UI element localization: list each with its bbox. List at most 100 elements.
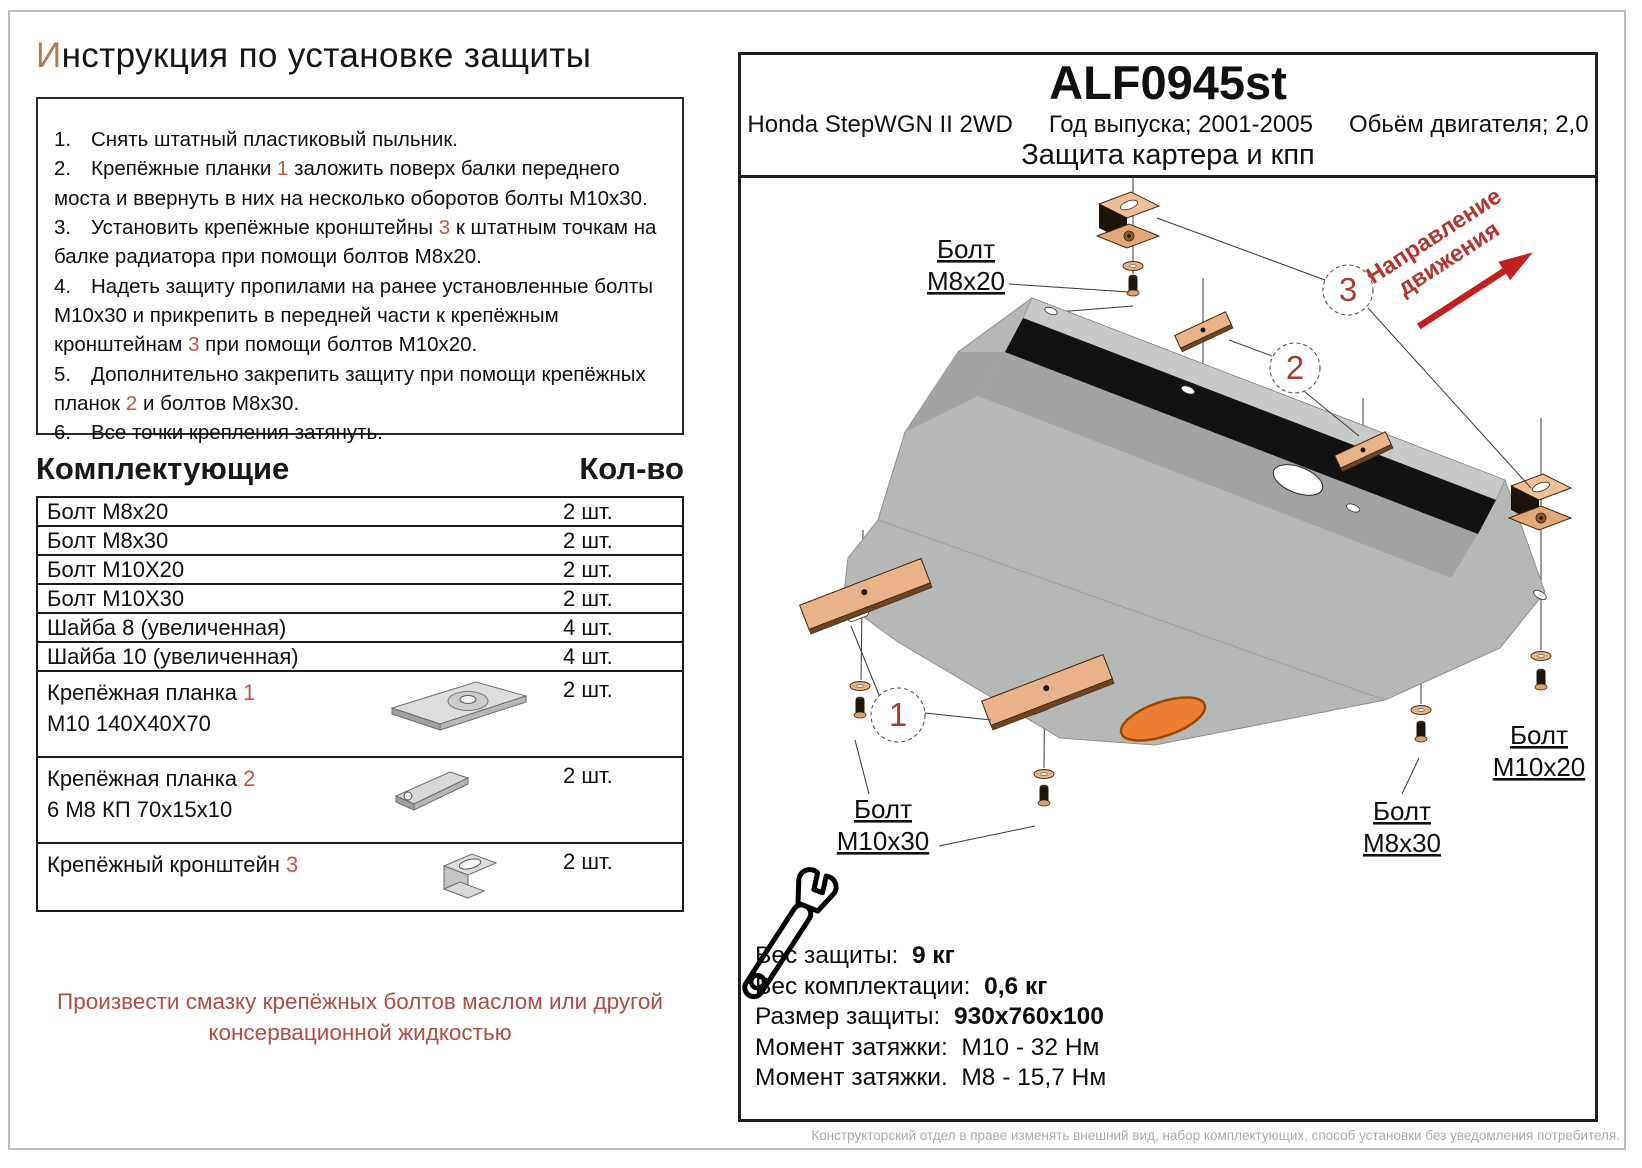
component-name: Болт М8х30 xyxy=(47,527,169,553)
installation-steps-box: 1.Снять штатный пластиковый пыльник. 2.Кр… xyxy=(36,97,684,444)
spec-line: Размер защиты: 930х760х100 xyxy=(755,1003,1104,1030)
vehicle-model: Honda StepWGN II 2WD xyxy=(747,111,1013,138)
mount-plate2-a xyxy=(1174,311,1234,353)
svg-text:М8х30: М8х30 xyxy=(1363,828,1441,858)
component-row: Болт М10Х30 2 шт. xyxy=(38,583,682,612)
svg-text:1: 1 xyxy=(889,696,907,733)
bolt-m8x20-part xyxy=(1126,274,1140,297)
svg-text:2: 2 xyxy=(1286,349,1304,386)
vehicle-years: Год выпуска; 2001-2005 xyxy=(1048,111,1313,138)
component-row: Шайба 8 (увеличенная) 4 шт. xyxy=(38,612,682,641)
spec-line: Момент затяжки. М8 - 15,7 Нм xyxy=(755,1064,1107,1091)
drawing-panel: ALF0945st Honda StepWGN II 2WD Год выпус… xyxy=(738,52,1598,1122)
label-bolt-m8x30: Болт М8х30 xyxy=(1363,757,1441,858)
component-qty: 4 шт. xyxy=(563,643,613,669)
component-qty: 2 шт. xyxy=(563,585,613,611)
svg-text:Болт: Болт xyxy=(1373,796,1431,826)
direction-of-travel: Направление движения xyxy=(1362,183,1533,330)
note-line-2: консервационной жидкостью xyxy=(208,1020,512,1046)
svg-text:Болт: Болт xyxy=(1510,720,1568,750)
mount-bracket-top xyxy=(1096,191,1160,249)
component-row: Крепёжный кронштейн 3 2 шт. xyxy=(38,842,682,910)
instruction-step: 1.Снять штатный пластиковый пыльник. xyxy=(54,128,458,151)
label-bolt-m8x20: Болт М8х20 xyxy=(927,234,1130,296)
bolt-m8x30-part xyxy=(1414,720,1428,743)
component-image-plate1 xyxy=(384,676,534,738)
svg-text:М8х20: М8х20 xyxy=(927,266,1005,296)
bolt-m10x30-part xyxy=(1037,784,1051,807)
vehicle-info-line: Honda StepWGN II 2WD Год выпуска; 2001-2… xyxy=(741,110,1595,139)
component-row: Болт М8х20 2 шт. xyxy=(38,498,682,525)
instruction-step: 6.Все точки крепления затянуть. xyxy=(54,421,383,445)
title-initial-letter: И xyxy=(36,36,62,75)
component-row: Болт М8х30 2 шт. xyxy=(38,525,682,554)
components-heading-row: Комплектующие Кол-во xyxy=(36,451,684,487)
plate-orange-cutout xyxy=(1119,696,1207,742)
svg-text:3: 3 xyxy=(1339,271,1357,308)
component-qty: 2 шт. xyxy=(563,763,613,788)
component-name: Крепёжный кронштейн 3 xyxy=(47,852,299,877)
mount-bracket-right xyxy=(1508,473,1572,531)
instruction-step: 3.Установить крепёжные кронштейны 3 к шт… xyxy=(54,215,657,269)
components-heading: Комплектующие xyxy=(36,451,290,486)
vehicle-engine: Обьём двигателя; 2,0 xyxy=(1348,111,1589,138)
wrench-icon xyxy=(742,867,839,1000)
part-code: ALF0945st xyxy=(1049,56,1287,109)
washer xyxy=(1033,769,1055,779)
component-qty: 2 шт. xyxy=(563,498,613,524)
svg-text:М10х20: М10х20 xyxy=(1493,752,1586,782)
spec-line: Вес комплектации: 0,6 кг xyxy=(755,972,1048,1000)
component-qty: 4 шт. xyxy=(563,614,613,640)
footer-disclaimer: Конструкторский отдел в праве изменять в… xyxy=(811,1128,1620,1143)
washer xyxy=(1530,651,1552,661)
washer xyxy=(849,681,871,691)
plate-oval-cutout xyxy=(1272,464,1324,496)
washer xyxy=(1122,261,1144,271)
svg-text:Болт: Болт xyxy=(937,234,995,264)
left-column: Инструкция по установке защиты 1.Снять ш… xyxy=(36,26,684,912)
component-name: Болт М10Х30 xyxy=(47,585,185,611)
quantity-heading: Кол-во xyxy=(579,451,684,486)
note-line-1: Произвести смазку крепёжных болтов масло… xyxy=(57,989,663,1014)
component-qty: 2 шт. xyxy=(563,677,613,702)
skid-plate xyxy=(842,297,1547,746)
lubrication-note: Произвести смазку крепёжных болтов масло… xyxy=(36,986,684,1048)
component-image-bracket3 xyxy=(430,848,508,918)
label-bolt-m10x20: Болт М10х20 xyxy=(1493,720,1586,782)
callout-2: 2 xyxy=(1228,339,1360,437)
component-name: Болт М10Х20 xyxy=(47,556,185,582)
component-row: Болт М10Х20 2 шт. xyxy=(38,554,682,583)
spec-line: Вес защиты: 9 кг xyxy=(755,942,955,969)
plate-dark-band xyxy=(1005,318,1496,534)
panel-header: ALF0945st Honda StepWGN II 2WD Год выпус… xyxy=(741,55,1595,178)
component-row: Шайба 10 (увеличенная) 4 шт. xyxy=(38,641,682,670)
product-name: Защита картера и кпп xyxy=(1021,139,1315,171)
spec-line: Момент затяжки: М10 - 32 Нм xyxy=(755,1033,1100,1061)
direction-arrow-icon xyxy=(1498,252,1533,281)
component-qty: 2 шт. xyxy=(563,556,613,582)
mount-plate-2-image xyxy=(394,771,470,811)
page-title: Инструкция по установке защиты xyxy=(36,36,684,76)
component-qty: 2 шт. xyxy=(563,527,613,553)
bolt-m10x30-part xyxy=(853,696,867,719)
title-rest: нструкция по установке защиты xyxy=(61,36,592,75)
component-name: Шайба 10 (увеличенная) xyxy=(47,643,299,669)
mount-bracket-3-image xyxy=(442,853,498,899)
component-name: Болт М8х20 xyxy=(47,498,169,524)
callout-3: 3 xyxy=(1156,217,1532,489)
svg-text:Болт: Болт xyxy=(854,794,912,824)
instruction-step: 2.Крепёжные планки 1 заложить поверх бал… xyxy=(54,157,648,210)
callout-1: 1 xyxy=(850,625,992,743)
component-image-plate2 xyxy=(384,762,480,818)
bolt-m10x20-part xyxy=(1534,668,1548,691)
instruction-step: 5.Дополнительно закрепить защиту при пом… xyxy=(54,362,646,415)
component-qty: 2 шт. xyxy=(563,849,613,874)
specs-block: Вес защиты: 9 кг Вес комплектации: 0,6 кг… xyxy=(755,941,1106,1094)
component-name: Шайба 8 (увеличенная) xyxy=(47,614,287,640)
